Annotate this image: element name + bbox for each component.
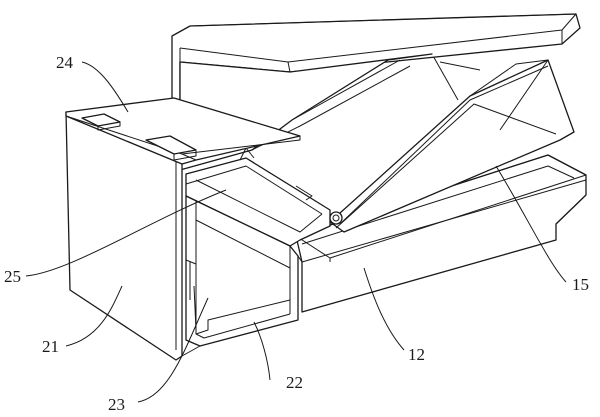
reference-labels: 24 25 21 23 22 12 15 [4, 53, 589, 414]
label-23: 23 [108, 395, 125, 414]
lower-channel [185, 195, 303, 347]
label-21: 21 [42, 337, 59, 356]
top-plate [65, 97, 301, 165]
inclined-chute [329, 53, 575, 233]
base-tray [295, 154, 587, 313]
label-22: 22 [286, 373, 303, 392]
label-25: 25 [4, 267, 21, 286]
label-24: 24 [56, 53, 74, 72]
label-12: 12 [408, 345, 425, 364]
leader-lines [25, 61, 567, 403]
label-15: 15 [572, 275, 589, 294]
